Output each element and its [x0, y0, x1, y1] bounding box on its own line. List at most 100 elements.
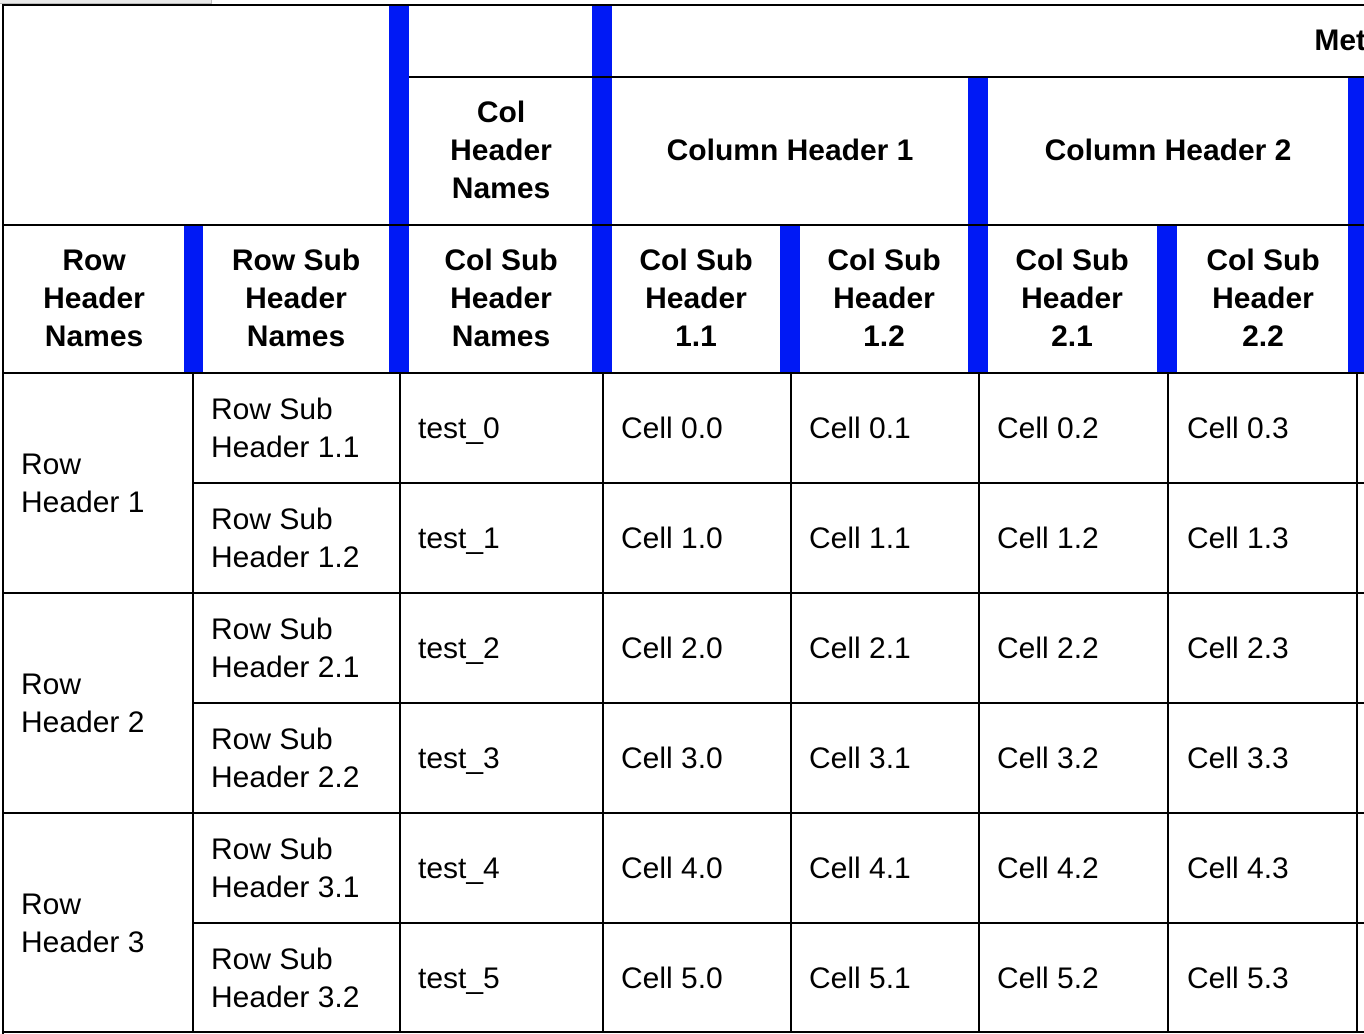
- table-cell[interactable]: Cell 1.1: [792, 484, 978, 594]
- index-cell: test_0: [401, 374, 602, 484]
- table-cell-text: Cell 1.0: [621, 522, 723, 555]
- grid-line: [4, 224, 1364, 226]
- table-cell[interactable]: Cell 3.2: [980, 704, 1168, 814]
- row-sub-header: Row Sub Header 3.2: [194, 924, 399, 1034]
- table-cell[interactable]: Cell 5.1: [792, 924, 978, 1034]
- table-cell-text: Cell 5.0: [621, 962, 723, 995]
- row-header-1-text: Row Header 1: [21, 448, 145, 519]
- grid-line: [4, 372, 1364, 374]
- separator-bar: [389, 6, 409, 373]
- grid-line: [4, 592, 1364, 594]
- index-cell-text: test_4: [418, 852, 500, 885]
- grid-line: [2, 4, 4, 1034]
- col-header-names-text: Col Header Names: [450, 96, 552, 205]
- separator-bar: [1157, 226, 1177, 373]
- col-sub-header-3: Col Sub Header 2.1: [988, 226, 1156, 372]
- row-sub-header: Row Sub Header 1.1: [194, 374, 399, 484]
- col-sub-header-1: Col Sub Header 1.1: [612, 226, 780, 372]
- separator-bar: [184, 226, 203, 373]
- table-cell-text: Cell 4.2: [997, 852, 1099, 885]
- index-cell-text: test_5: [418, 962, 500, 995]
- table-cell-text: Cell 4.3: [1187, 852, 1289, 885]
- row-sub-header: Row Sub Header 3.1: [194, 814, 399, 924]
- table-cell-text: Cell 0.3: [1187, 412, 1289, 445]
- index-cell: test_1: [401, 484, 602, 594]
- grid-line: [193, 482, 1364, 484]
- col-sub-header-4-text: Col Sub Header 2.2: [1206, 244, 1320, 353]
- row-header-1: Row Header 1: [4, 374, 192, 594]
- table-cell[interactable]: Cell 5.0: [604, 924, 790, 1034]
- table-cell[interactable]: Cell 0.3: [1170, 374, 1364, 484]
- table-cell-text: Cell 4.0: [621, 852, 723, 885]
- table-cell-text: Cell 4.1: [809, 852, 911, 885]
- table-cell-text: Cell 0.1: [809, 412, 911, 445]
- grid-line: [790, 374, 792, 1032]
- row-sub-header: Row Sub Header 2.1: [194, 594, 399, 704]
- table-cell-text: Cell 0.2: [997, 412, 1099, 445]
- table-cell[interactable]: Cell 4.2: [980, 814, 1168, 924]
- group-header-empty: [410, 6, 592, 76]
- col-header-names: Col Header Names: [410, 78, 592, 224]
- window-top-strip: [0, 0, 212, 4]
- grid-line: [192, 374, 194, 1032]
- table-cell[interactable]: Cell 3.0: [604, 704, 790, 814]
- index-cell: test_5: [401, 924, 602, 1034]
- table-cell[interactable]: Cell 2.2: [980, 594, 1168, 704]
- row-sub-header-text: Row Sub Header 1.2: [211, 503, 360, 574]
- grid-line: [2, 4, 1364, 6]
- table-cell[interactable]: Cell 4.0: [604, 814, 790, 924]
- table-cell[interactable]: Cell 5.3: [1170, 924, 1364, 1034]
- table-cell[interactable]: Cell 4.3: [1170, 814, 1364, 924]
- row-sub-header-names: Row Sub Header Names: [204, 226, 388, 372]
- table-cell[interactable]: Cell 2.1: [792, 594, 978, 704]
- table-cell-text: Cell 2.3: [1187, 632, 1289, 665]
- table-cell-text: Cell 5.2: [997, 962, 1099, 995]
- table-cell-text: Cell 1.1: [809, 522, 911, 555]
- row-sub-header-text: Row Sub Header 3.1: [211, 833, 360, 904]
- table-cell-text: Cell 2.1: [809, 632, 911, 665]
- table-cell[interactable]: Cell 0.1: [792, 374, 978, 484]
- table-cell[interactable]: Cell 3.3: [1170, 704, 1364, 814]
- row-header-names: Row Header Names: [4, 226, 184, 372]
- grid-line: [1167, 374, 1169, 1032]
- grid-line: [602, 374, 604, 1032]
- table-cell-text: Cell 3.1: [809, 742, 911, 775]
- index-cell-text: test_3: [418, 742, 500, 775]
- index-cell-text: test_0: [418, 412, 500, 445]
- col-sub-header-3-text: Col Sub Header 2.1: [1015, 244, 1129, 353]
- table-cell[interactable]: Cell 1.0: [604, 484, 790, 594]
- table-cell-text: Cell 5.3: [1187, 962, 1289, 995]
- table-cell-text: Cell 3.2: [997, 742, 1099, 775]
- table-cell-text: Cell 2.2: [997, 632, 1099, 665]
- col-sub-header-1-text: Col Sub Header 1.1: [639, 244, 753, 353]
- table-cell[interactable]: Cell 0.0: [604, 374, 790, 484]
- table-cell-text: Cell 2.0: [621, 632, 723, 665]
- row-sub-header: Row Sub Header 2.2: [194, 704, 399, 814]
- table-cell[interactable]: Cell 1.3: [1170, 484, 1364, 594]
- grid-line: [4, 812, 1364, 814]
- table-cell[interactable]: Cell 4.1: [792, 814, 978, 924]
- table-cell[interactable]: Cell 3.1: [792, 704, 978, 814]
- table-cell-text: Cell 5.1: [809, 962, 911, 995]
- table-cell[interactable]: Cell 5.2: [980, 924, 1168, 1034]
- table-cell[interactable]: Cell 2.3: [1170, 594, 1364, 704]
- col-sub-header-names-text: Col Sub Header Names: [444, 244, 558, 353]
- row-sub-header: Row Sub Header 1.2: [194, 484, 399, 594]
- table-cell-text: Cell 3.0: [621, 742, 723, 775]
- table-cell[interactable]: Cell 2.0: [604, 594, 790, 704]
- grid-line: [2, 1031, 1364, 1033]
- table-cell-text: Cell 1.2: [997, 522, 1099, 555]
- grid-line: [399, 374, 401, 1032]
- grid-line: [193, 922, 1364, 924]
- row-sub-header-text: Row Sub Header 2.2: [211, 723, 360, 794]
- index-cell: test_4: [401, 814, 602, 924]
- separator-bar: [780, 226, 800, 373]
- grid-line: [193, 702, 1364, 704]
- column-header-2: Column Header 2: [988, 78, 1348, 224]
- grid-line: [978, 374, 980, 1032]
- separator-bar: [592, 6, 612, 373]
- table-cell[interactable]: Cell 0.2: [980, 374, 1168, 484]
- row-sub-header-text: Row Sub Header 1.1: [211, 393, 360, 464]
- table-cell-text: Cell 1.3: [1187, 522, 1289, 555]
- table-cell[interactable]: Cell 1.2: [980, 484, 1168, 594]
